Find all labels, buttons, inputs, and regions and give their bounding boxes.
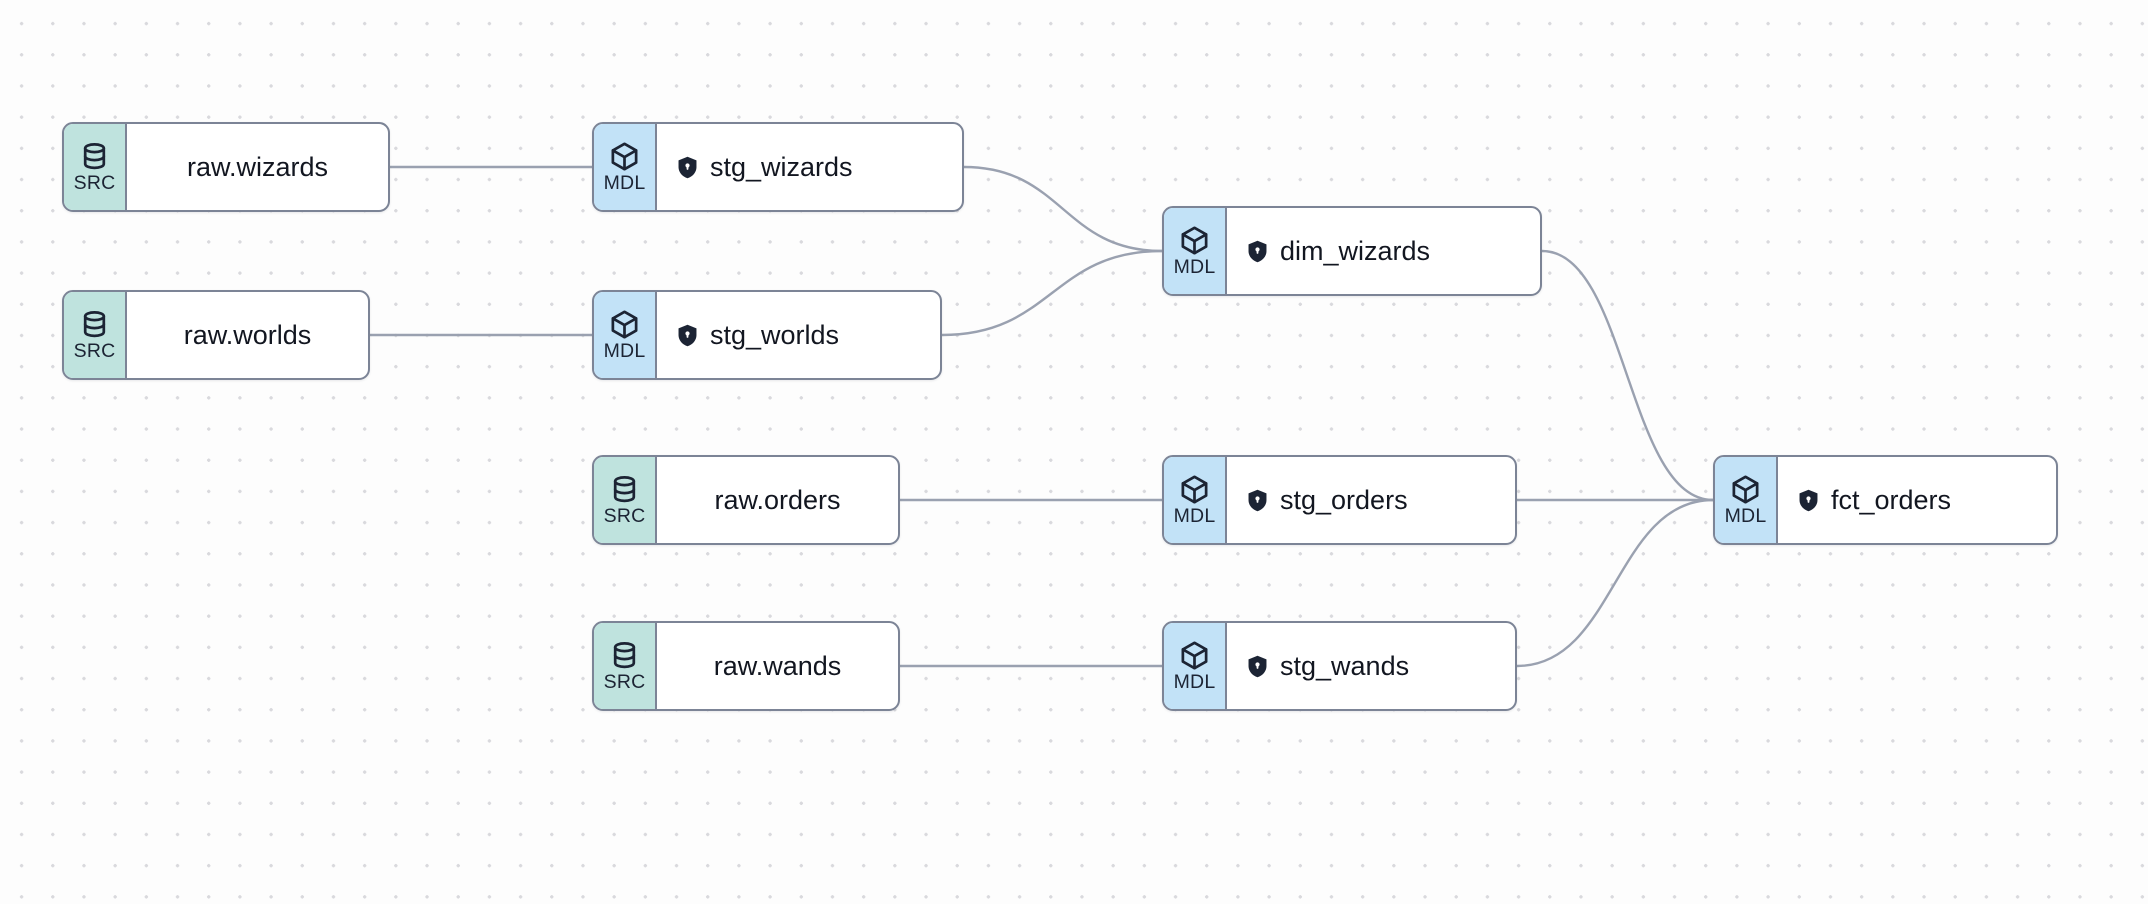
lineage-edge-dim_wizards-to-fct_orders [1541, 249, 1714, 502]
node-body: stg_orders [1227, 457, 1515, 543]
lineage-edge-stg_wizards-to-dim_wizards [963, 165, 1163, 253]
node-type-badge: MDL [594, 292, 657, 378]
node-type-label: SRC [73, 339, 116, 362]
cube-icon [1179, 225, 1210, 256]
node-body: stg_wands [1227, 623, 1515, 709]
lineage-node-stg_orders[interactable]: MDL stg_orders [1162, 455, 1517, 545]
database-icon [609, 474, 640, 505]
shield-lock-icon [1247, 489, 1268, 512]
node-type-badge: SRC [64, 292, 127, 378]
database-icon [79, 309, 110, 340]
lineage-node-dim_wizards[interactable]: MDL dim_wizards [1162, 206, 1542, 296]
node-type-label: MDL [1173, 504, 1216, 527]
lineage-node-stg_wands[interactable]: MDL stg_wands [1162, 621, 1517, 711]
node-type-label: SRC [603, 504, 646, 527]
database-icon [609, 640, 640, 671]
node-body: fct_orders [1778, 457, 2056, 543]
database-icon [79, 141, 110, 172]
node-type-badge: MDL [1164, 208, 1227, 294]
shield-lock-icon [1247, 240, 1268, 263]
node-label: stg_wizards [710, 151, 853, 182]
node-body: raw.wizards [127, 124, 388, 210]
node-type-badge: SRC [594, 457, 657, 543]
node-type-badge: SRC [64, 124, 127, 210]
cube-icon [1179, 640, 1210, 671]
node-label: raw.orders [714, 484, 841, 515]
node-label: raw.wizards [186, 151, 329, 182]
node-type-label: MDL [603, 171, 646, 194]
shield-lock-icon [677, 324, 698, 347]
node-type-badge: SRC [594, 623, 657, 709]
cube-icon [1179, 474, 1210, 505]
lineage-node-fct_orders[interactable]: MDL fct_orders [1713, 455, 2058, 545]
node-body: dim_wizards [1227, 208, 1540, 294]
node-body: raw.worlds [127, 292, 368, 378]
node-type-label: SRC [73, 171, 116, 194]
node-type-badge: MDL [1715, 457, 1778, 543]
shield-lock-icon [1798, 489, 1819, 512]
node-label: dim_wizards [1280, 235, 1431, 266]
node-label: raw.worlds [183, 319, 312, 350]
lineage-edge-stg_wands-to-fct_orders [1516, 498, 1714, 668]
node-type-label: SRC [603, 670, 646, 693]
node-body: raw.orders [657, 457, 898, 543]
lineage-node-raw_worlds[interactable]: SRC raw.worlds [62, 290, 370, 380]
node-label: stg_worlds [710, 319, 840, 350]
node-body: stg_worlds [657, 292, 940, 378]
lineage-node-raw_wands[interactable]: SRC raw.wands [592, 621, 900, 711]
lineage-node-stg_wizards[interactable]: MDL stg_wizards [592, 122, 964, 212]
node-type-label: MDL [1173, 255, 1216, 278]
lineage-node-stg_worlds[interactable]: MDL stg_worlds [592, 290, 942, 380]
lineage-edge-stg_worlds-to-dim_wizards [941, 249, 1163, 337]
shield-lock-icon [1247, 655, 1268, 678]
node-type-label: MDL [1724, 504, 1767, 527]
node-label: raw.wands [713, 650, 842, 681]
node-label: stg_orders [1280, 484, 1408, 515]
node-body: raw.wands [657, 623, 898, 709]
node-body: stg_wizards [657, 124, 962, 210]
lineage-node-raw_orders[interactable]: SRC raw.orders [592, 455, 900, 545]
node-type-badge: MDL [1164, 623, 1227, 709]
node-type-badge: MDL [1164, 457, 1227, 543]
node-type-label: MDL [603, 339, 646, 362]
cube-icon [609, 309, 640, 340]
shield-lock-icon [677, 156, 698, 179]
node-type-badge: MDL [594, 124, 657, 210]
cube-icon [1730, 474, 1761, 505]
node-label: stg_wands [1280, 650, 1410, 681]
cube-icon [609, 141, 640, 172]
node-type-label: MDL [1173, 670, 1216, 693]
node-label: fct_orders [1831, 484, 1952, 515]
lineage-node-raw_wizards[interactable]: SRC raw.wizards [62, 122, 390, 212]
